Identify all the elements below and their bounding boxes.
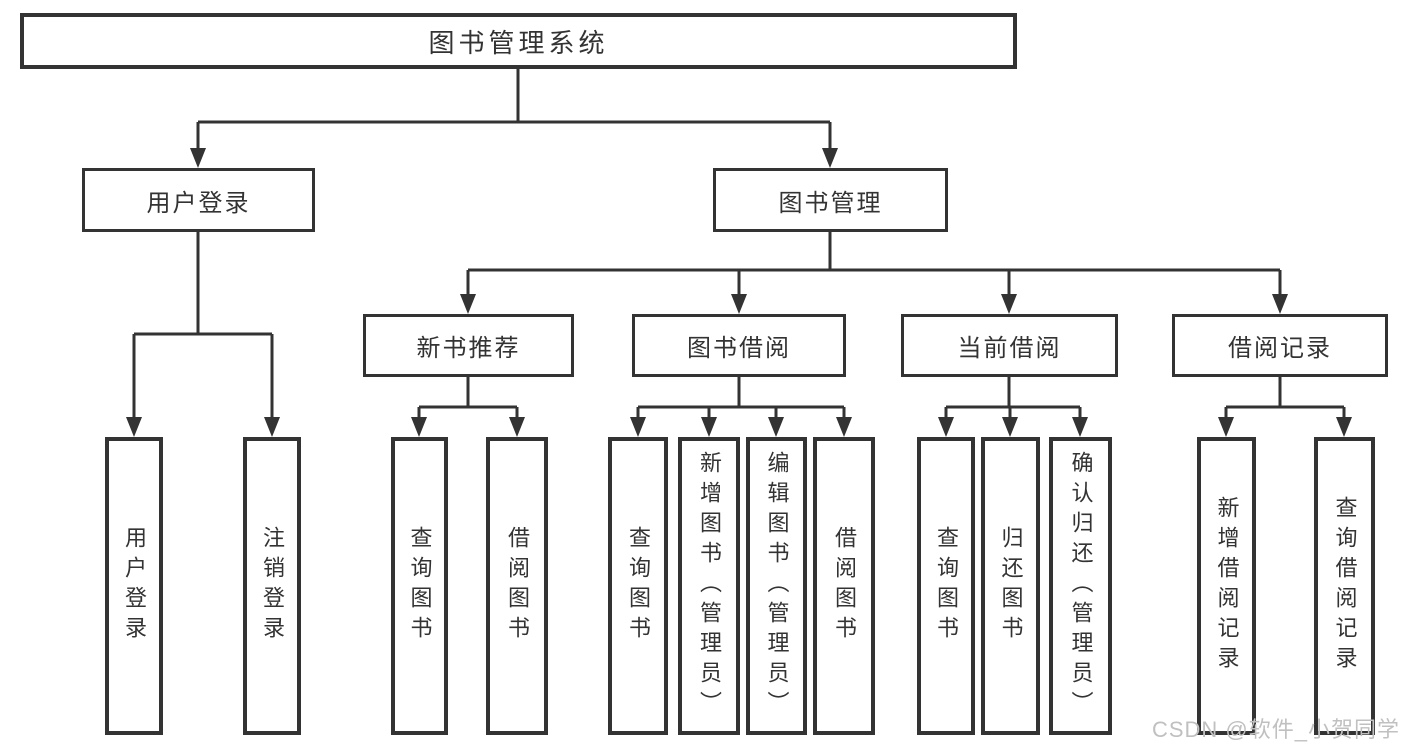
arrowhead-icon xyxy=(1218,417,1234,437)
connector-line xyxy=(944,377,1082,419)
node-add-book-admin: 新增图书（管理员） xyxy=(678,437,740,735)
arrowhead-icon xyxy=(509,417,525,437)
connector-current-borrow-children xyxy=(938,377,1088,437)
arrowhead-icon xyxy=(731,294,747,314)
connector-book-borrow-children xyxy=(630,377,852,437)
arrowhead-icon xyxy=(126,417,142,437)
node-label: 查询图书 xyxy=(407,526,433,646)
node-label: 图书借阅 xyxy=(687,335,791,362)
arrowhead-icon xyxy=(836,417,852,437)
arrowhead-icon xyxy=(822,148,838,168)
node-query-book-borrow: 查询图书 xyxy=(608,437,668,735)
node-edit-book-admin: 编辑图书（管理员） xyxy=(746,437,807,735)
node-label: 用户登录 xyxy=(122,526,147,646)
arrowhead-icon xyxy=(1001,294,1017,314)
node-label: 注销登录 xyxy=(260,526,285,646)
arrowhead-icon xyxy=(411,417,427,437)
node-label: 确认归还（管理员） xyxy=(1068,451,1094,721)
connector-borrow-records-children xyxy=(1218,377,1352,437)
node-query-book-current: 查询图书 xyxy=(917,437,975,735)
connector-root-to-level2 xyxy=(190,68,838,168)
connector-line xyxy=(636,377,846,419)
node-query-borrow-record: 查询借阅记录 xyxy=(1314,437,1375,735)
node-logout-action: 注销登录 xyxy=(243,437,301,735)
node-label: 查询图书 xyxy=(626,526,651,646)
connector-new-book-recommend-children xyxy=(411,377,525,437)
arrowhead-icon xyxy=(190,148,206,168)
connector-line xyxy=(132,232,274,419)
arrowhead-icon xyxy=(264,417,280,437)
arrowhead-icon xyxy=(938,417,954,437)
node-label: 用户登录 xyxy=(146,189,251,217)
node-confirm-return-admin: 确认归还（管理员） xyxy=(1049,437,1112,735)
node-new-book-recommend: 新书推荐 xyxy=(363,314,574,377)
node-label: 借阅记录 xyxy=(1228,335,1332,362)
node-label: 查询借阅记录 xyxy=(1332,496,1358,676)
node-add-borrow-record: 新增借阅记录 xyxy=(1197,437,1256,735)
arrowhead-icon xyxy=(768,417,784,437)
arrowhead-icon xyxy=(1272,294,1288,314)
node-borrow-book-action: 借阅图书 xyxy=(813,437,875,735)
connector-line xyxy=(1224,377,1346,419)
node-label: 编辑图书（管理员） xyxy=(764,451,790,721)
node-label: 新增借阅记录 xyxy=(1214,496,1240,676)
node-return-book: 归还图书 xyxy=(981,437,1040,735)
connector-user-login-children xyxy=(126,232,280,437)
connector-line xyxy=(417,377,519,419)
node-label: 查询图书 xyxy=(934,526,959,646)
node-label: 借阅图书 xyxy=(505,526,530,646)
node-user-login: 用户登录 xyxy=(82,168,315,232)
node-label: 当前借阅 xyxy=(957,335,1062,362)
node-user-login-action: 用户登录 xyxy=(105,437,163,735)
node-label: 归还图书 xyxy=(998,526,1024,646)
node-label: 借阅图书 xyxy=(832,526,857,646)
watermark: CSDN @软件_小贺同学 xyxy=(1151,717,1400,742)
node-query-book-recommend: 查询图书 xyxy=(391,437,448,735)
arrowhead-icon xyxy=(1336,417,1352,437)
connector-line xyxy=(466,232,1282,296)
arrowhead-icon xyxy=(1002,417,1018,437)
node-borrow-book-recommend: 借阅图书 xyxy=(486,437,548,735)
node-current-borrow: 当前借阅 xyxy=(901,314,1118,377)
connector-book-management-children xyxy=(460,232,1288,314)
node-borrow-records: 借阅记录 xyxy=(1172,314,1388,377)
connector-line xyxy=(196,68,832,150)
arrowhead-icon xyxy=(460,294,476,314)
node-label: 图书管理 xyxy=(778,189,883,217)
arrowhead-icon xyxy=(630,417,646,437)
node-label: 图书管理系统 xyxy=(428,27,609,58)
node-library-system: 图书管理系统 xyxy=(20,13,1017,69)
node-label: 新书推荐 xyxy=(416,335,521,362)
arrowhead-icon xyxy=(1072,417,1088,437)
arrowhead-icon xyxy=(701,417,717,437)
node-label: 新增图书（管理员） xyxy=(697,451,722,721)
node-book-borrow: 图书借阅 xyxy=(632,314,846,377)
node-book-management: 图书管理 xyxy=(713,168,948,232)
